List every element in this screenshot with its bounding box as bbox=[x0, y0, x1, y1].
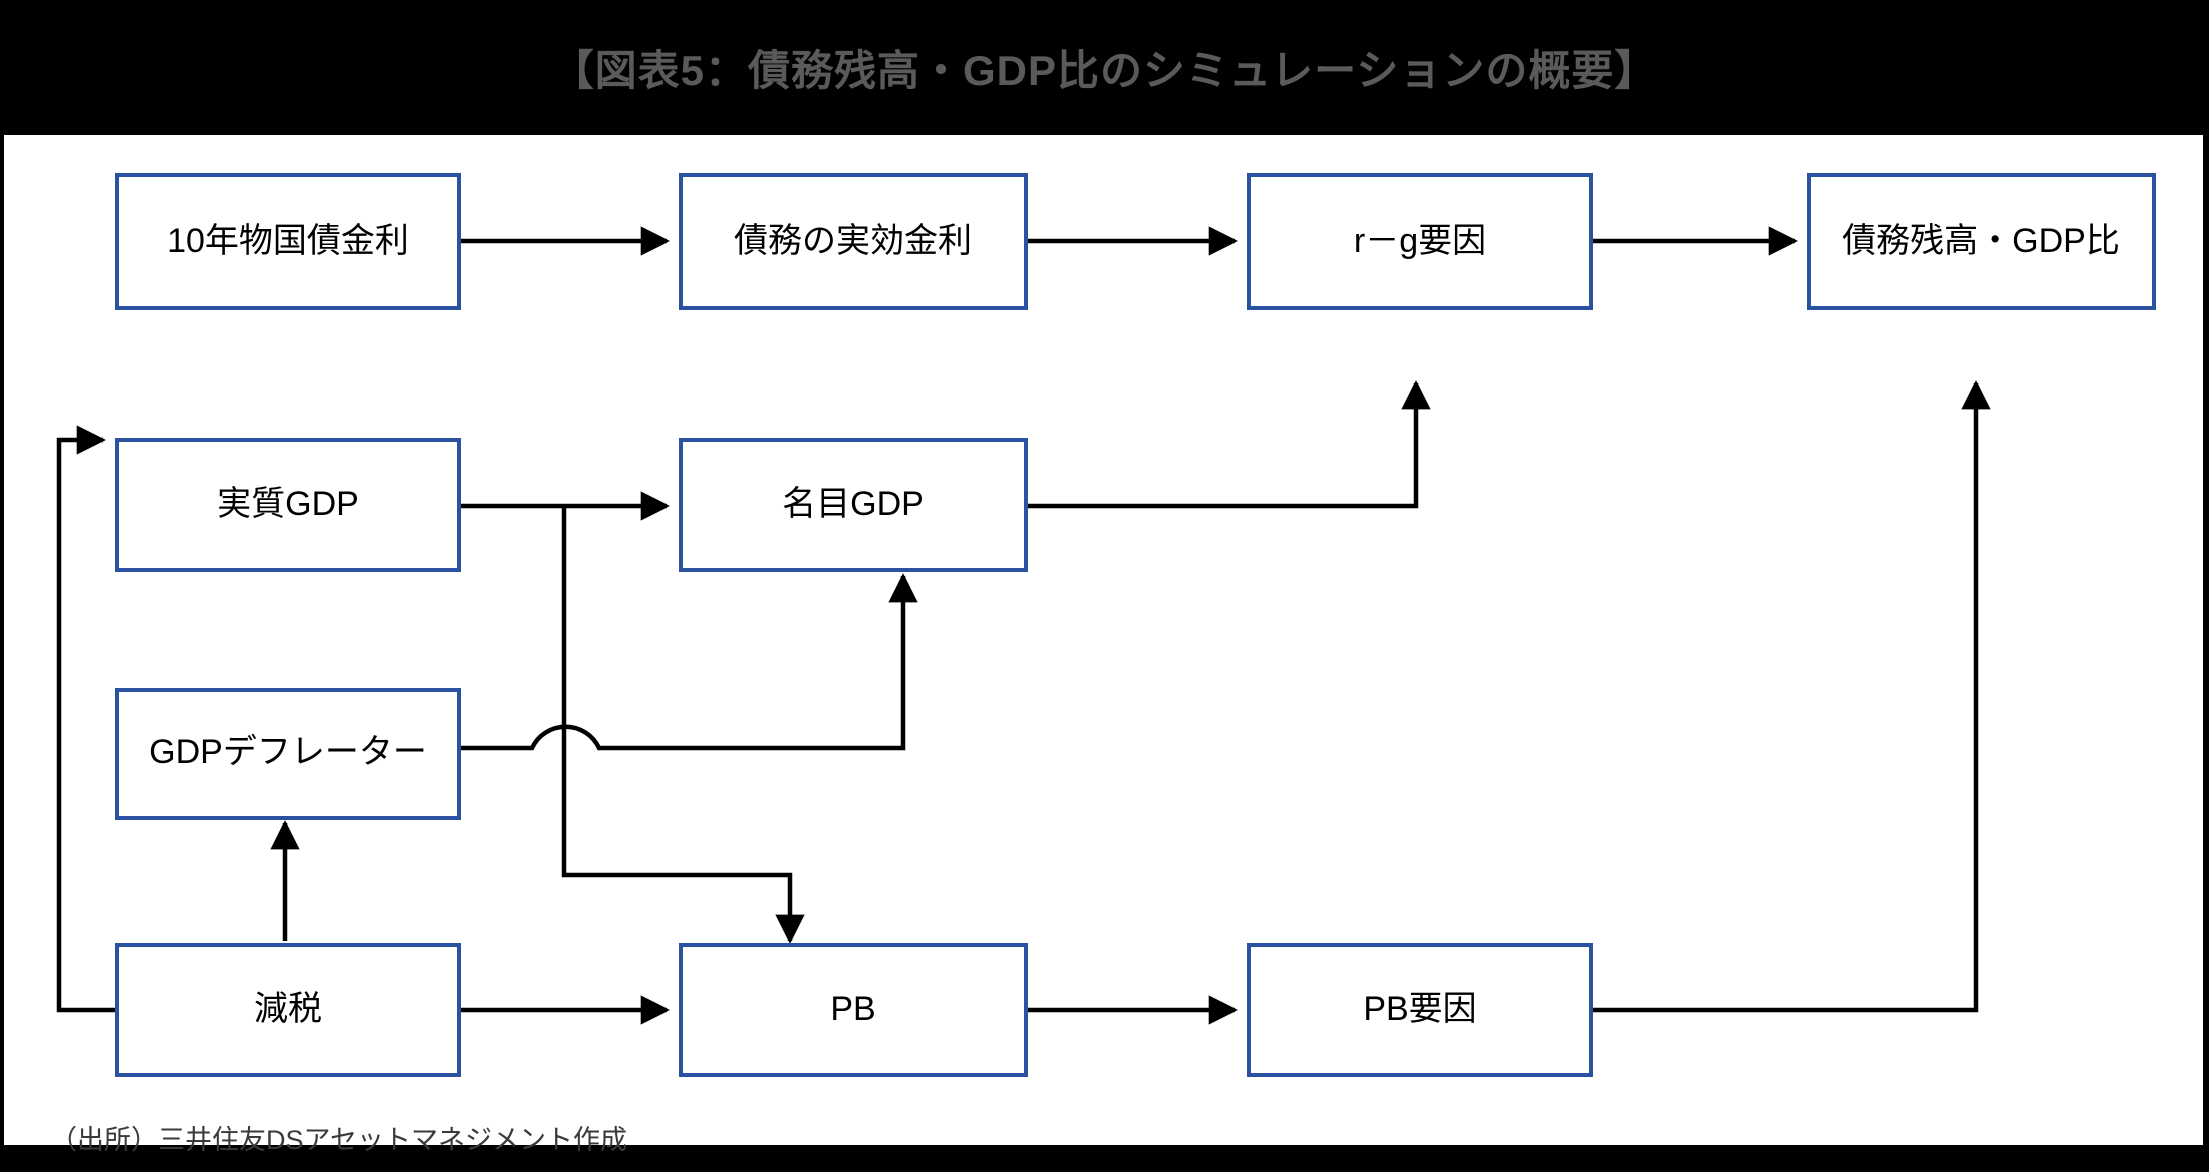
node-tax-cut[interactable]: 減税 bbox=[115, 943, 461, 1077]
source-note: （出所）三井住友DSアセットマネジメント作成 bbox=[50, 1125, 627, 1155]
edge-pb-factor-to-debt-gdp bbox=[1587, 380, 1991, 1013]
flow-diagram-svg: 10年物国債金利 債務の実効金利 r－g要因 債務残高・GDP比 実質GDP 名 bbox=[56, 173, 2156, 1077]
node-pb[interactable]: PB bbox=[679, 943, 1028, 1077]
diagram-panel: 10年物国債金利 債務の実効金利 r－g要因 債務残高・GDP比 実質GDP 名 bbox=[4, 135, 2203, 1145]
node-label-effective-rate: 債務の実効金利 bbox=[734, 222, 972, 260]
edge-nominal-gdp-to-rg bbox=[1022, 380, 1431, 509]
node-effective-rate[interactable]: 債務の実効金利 bbox=[679, 173, 1028, 310]
node-pb-factor[interactable]: PB要因 bbox=[1247, 943, 1593, 1077]
node-label-rg-factor: r－g要因 bbox=[1354, 222, 1486, 260]
node-label-debt-gdp-ratio: 債務残高・GDP比 bbox=[1842, 222, 2120, 260]
node-label-pb-factor: PB要因 bbox=[1363, 990, 1476, 1028]
node-nominal-gdp[interactable]: 名目GDP bbox=[679, 438, 1028, 572]
node-gdp-deflator[interactable]: GDPデフレーター bbox=[115, 688, 461, 820]
node-label-real-gdp: 実質GDP bbox=[217, 485, 359, 523]
node-label-gdp-deflator: GDPデフレーター bbox=[149, 733, 427, 771]
edge-tax-cut-to-real-gdp bbox=[56, 425, 117, 1013]
node-debt-gdp-ratio[interactable]: 債務残高・GDP比 bbox=[1807, 173, 2156, 310]
node-label-pb: PB bbox=[830, 990, 875, 1028]
edge-deflator-to-nominal-gdp bbox=[455, 573, 918, 751]
edge-real-gdp-to-pb bbox=[561, 506, 805, 944]
node-jgb10y[interactable]: 10年物国債金利 bbox=[115, 173, 461, 310]
node-label-tax-cut: 減税 bbox=[254, 990, 322, 1028]
figure-title: 【図表5：債務残高・GDP比のシミュレーションの概要】 bbox=[551, 47, 1658, 94]
node-rg-factor[interactable]: r－g要因 bbox=[1247, 173, 1593, 310]
node-label-nominal-gdp: 名目GDP bbox=[782, 485, 924, 523]
node-real-gdp[interactable]: 実質GDP bbox=[115, 438, 461, 572]
node-label-jgb10y: 10年物国債金利 bbox=[167, 222, 409, 260]
